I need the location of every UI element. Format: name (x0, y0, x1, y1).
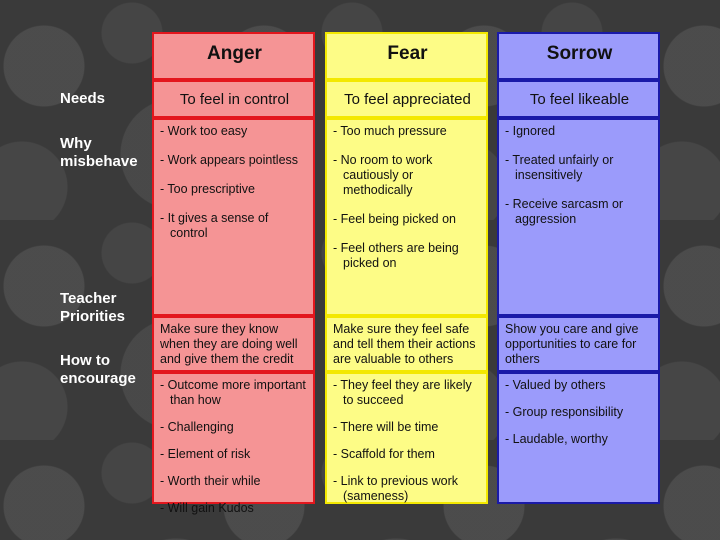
list-item: - Scaffold for them (333, 447, 435, 461)
list-item: - Work too easy (160, 124, 248, 138)
sorrow-why-list: - Ignored - Treated unfairly or insensit… (497, 118, 660, 316)
list-item: - Treated unfairly or insensitively (505, 153, 614, 182)
sorrow-column: Sorrow To feel likeable - Ignored - Trea… (497, 32, 660, 504)
list-item: - They feel they are likely to succeed (333, 378, 472, 407)
list-item: - No room to work cautiously or methodic… (333, 153, 433, 197)
sorrow-header: Sorrow (497, 32, 660, 80)
list-item: - Feel others are being picked on (333, 241, 459, 270)
list-item: - Worth their while (160, 474, 261, 488)
sorrow-need: To feel likeable (497, 80, 660, 118)
list-item: - It gives a sense of control (160, 211, 269, 240)
list-item: - Valued by others (505, 378, 606, 392)
list-item: - Will gain Kudos (160, 501, 254, 515)
list-item: - Too much pressure (333, 124, 447, 138)
anger-column: Anger To feel in control - Work too easy… (152, 32, 315, 515)
list-item: - Link to previous work (sameness) (333, 474, 459, 503)
list-item: - Receive sarcasm or aggression (505, 197, 624, 226)
list-item: - Element of risk (160, 447, 251, 461)
row-label-teacher-priorities: Teacher Priorities (60, 290, 126, 325)
fear-why-list: - Too much pressure - No room to work ca… (325, 118, 488, 316)
list-item: - Ignored (505, 124, 556, 138)
fear-column: Fear To feel appreciated - Too much pres… (325, 32, 488, 504)
fear-encourage-list: - They feel they are likely to succeed -… (325, 372, 488, 504)
anger-need: To feel in control (152, 80, 315, 118)
anger-priority: Make sure they know when they are doing … (152, 316, 315, 372)
sorrow-encourage-list: - Valued by others - Group responsibilit… (497, 372, 660, 504)
list-item: - Outcome more important than how (160, 378, 306, 407)
row-label-why-misbehave: Why misbehave (60, 135, 138, 170)
sorrow-priority: Show you care and give opportunities to … (497, 316, 660, 372)
list-item: - Laudable, worthy (505, 432, 608, 446)
fear-need: To feel appreciated (325, 80, 488, 118)
list-item: - Work appears pointless (160, 153, 299, 167)
list-item: - Challenging (160, 420, 234, 434)
anger-why-list: - Work too easy - Work appears pointless… (152, 118, 315, 316)
list-item: - There will be time (333, 420, 439, 434)
list-item: - Group responsibility (505, 405, 624, 419)
row-label-how-to-encourage: How to encourage (60, 352, 136, 387)
anger-header: Anger (152, 32, 315, 80)
fear-priority: Make sure they feel safe and tell them t… (325, 316, 488, 372)
anger-encourage-list: - Outcome more important than how - Chal… (152, 372, 315, 515)
fear-header: Fear (325, 32, 488, 80)
row-label-needs: Needs (60, 90, 106, 107)
list-item: - Feel being picked on (333, 212, 456, 226)
list-item: - Too prescriptive (160, 182, 255, 196)
